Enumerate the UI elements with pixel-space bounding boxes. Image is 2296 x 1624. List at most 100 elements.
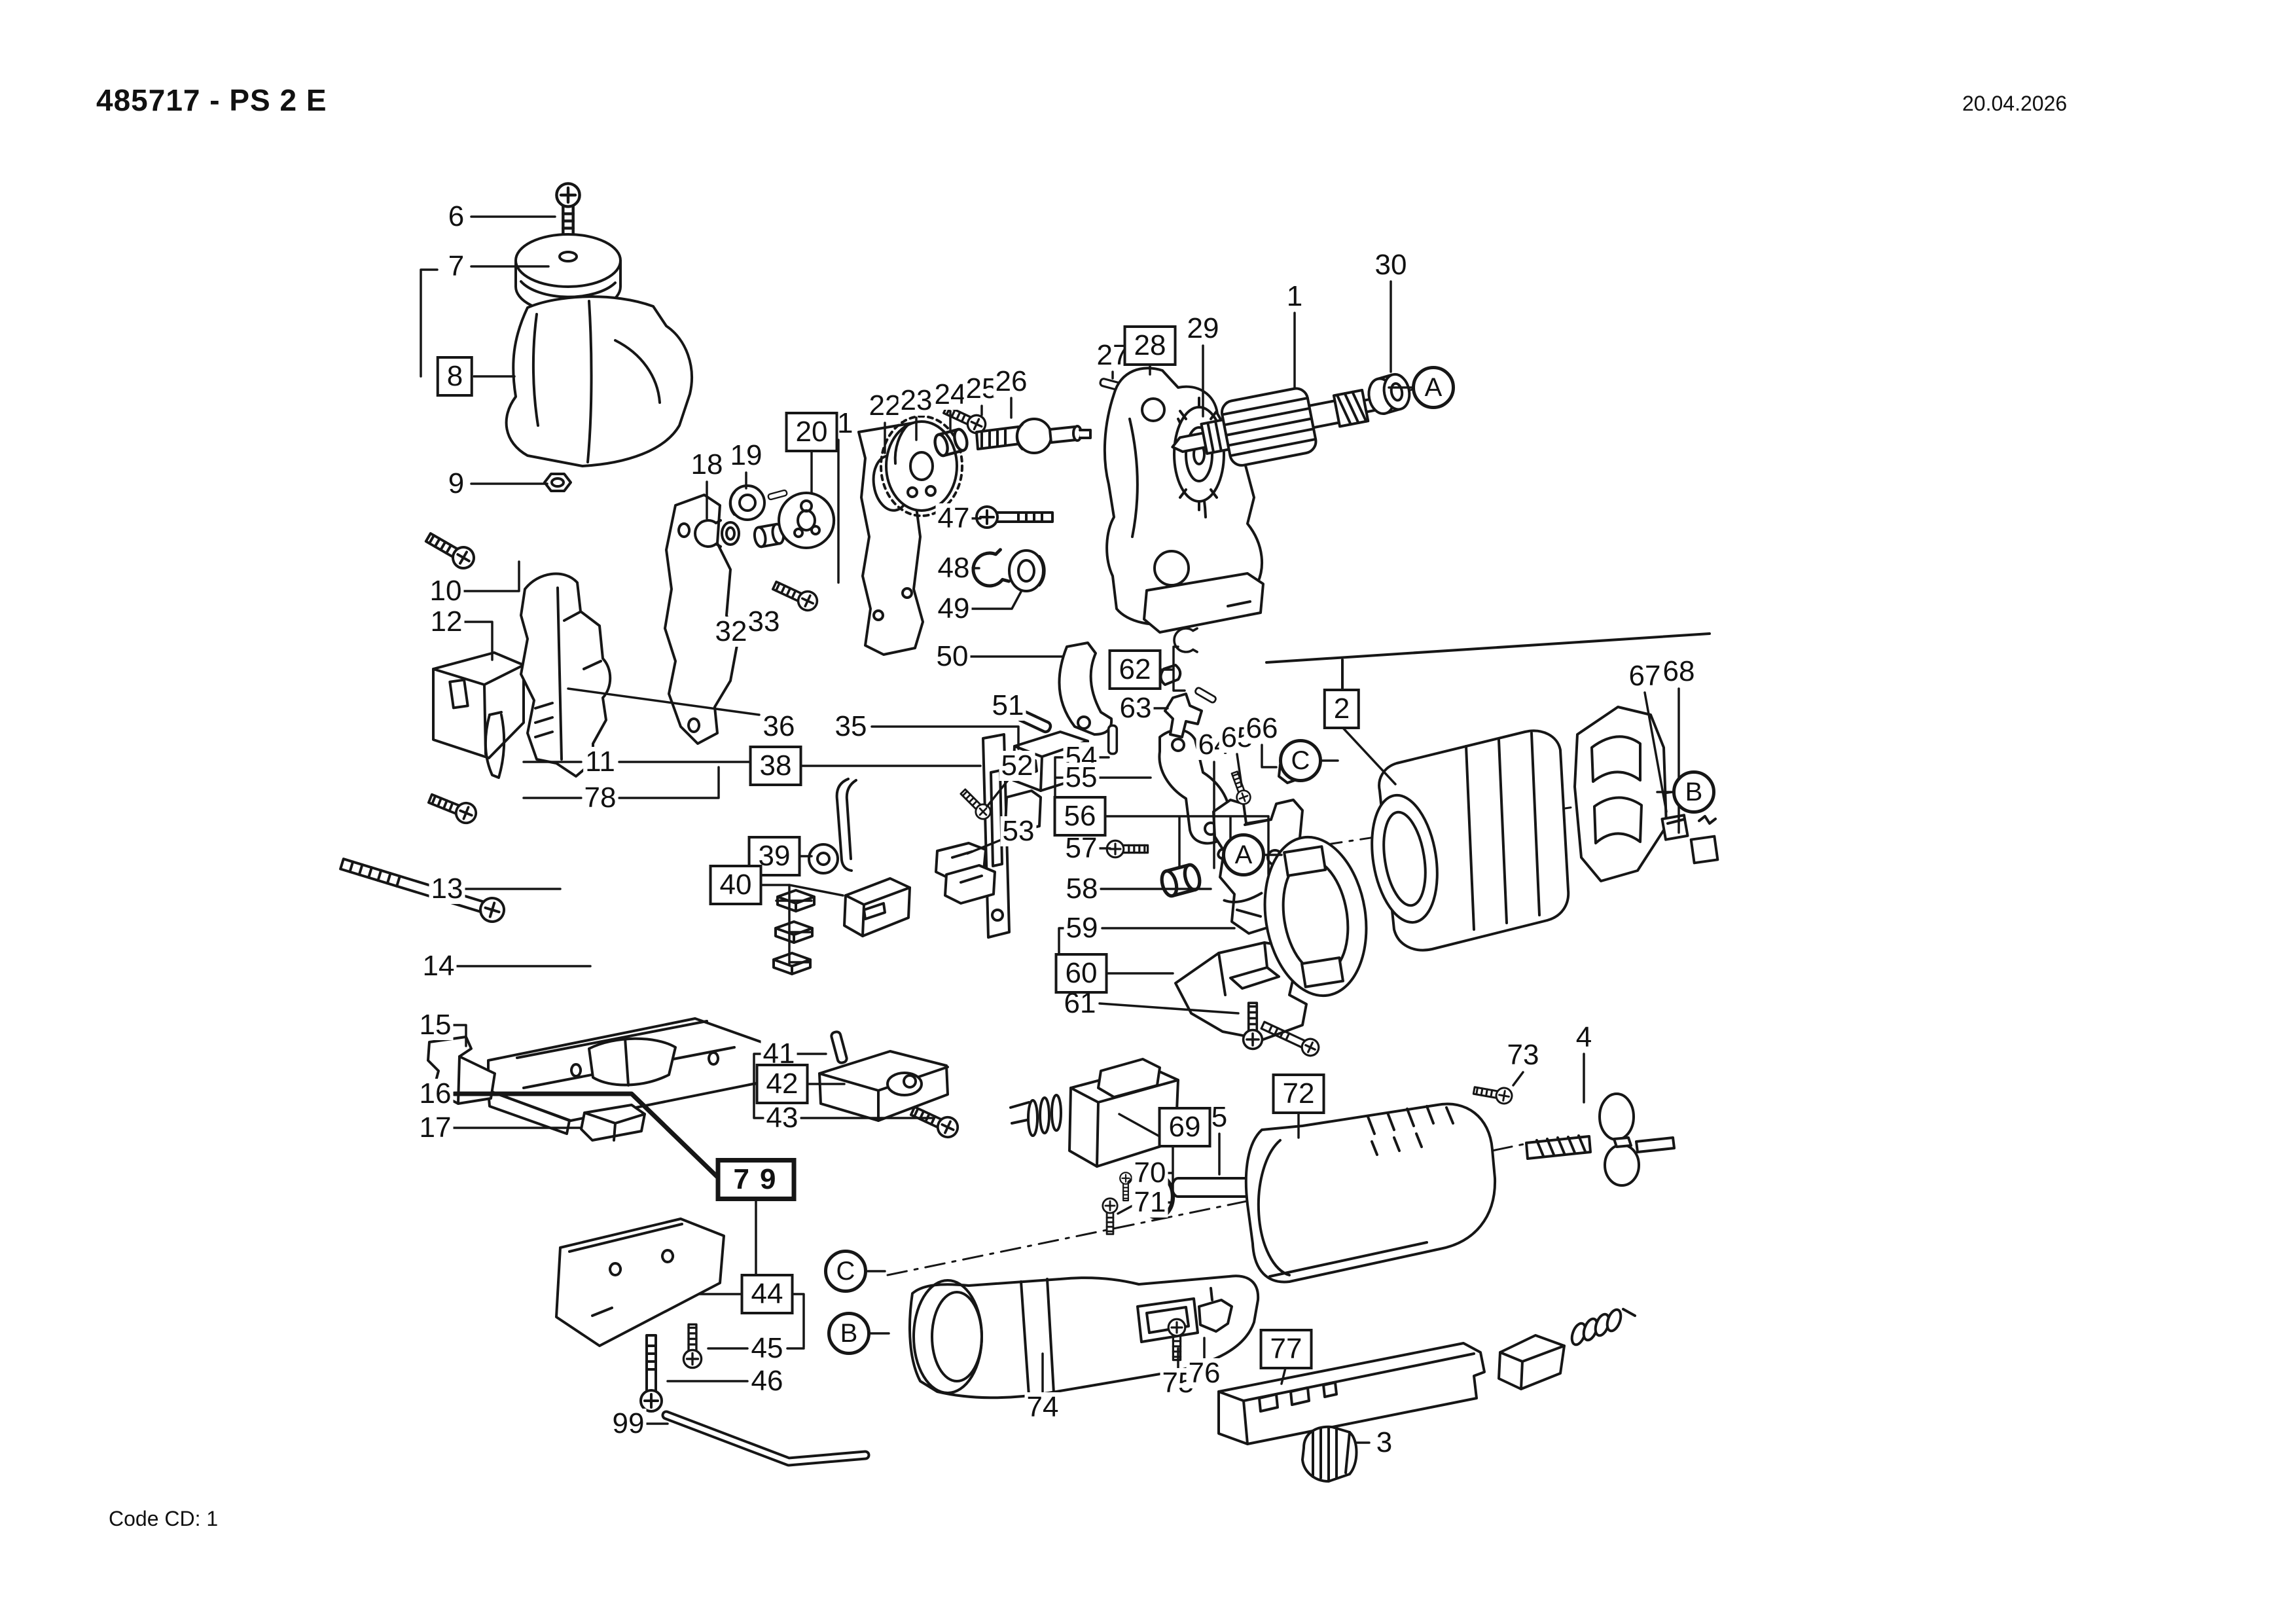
part-callout-53: 53 <box>1000 816 1037 846</box>
part-callout-boxed-39: 39 <box>747 836 801 876</box>
part-callout-6: 6 <box>446 202 467 232</box>
section-marker-A: A <box>1222 833 1265 876</box>
part-callout-boxed-77: 77 <box>1259 1329 1313 1369</box>
part-callout-7: 7 <box>446 251 467 281</box>
part-callout-73: 73 <box>1505 1040 1541 1070</box>
part-nut-9 <box>543 473 572 492</box>
part-screw-46 <box>639 1334 663 1413</box>
part-screw-6 <box>556 183 579 240</box>
section-marker-C: C <box>824 1250 867 1293</box>
part-callout-55: 55 <box>1063 763 1100 793</box>
part-pump-69 <box>1009 1058 1179 1168</box>
part-housing-8 <box>505 295 693 467</box>
part-gasket-36 <box>664 494 738 745</box>
part-callout-52: 52 <box>999 751 1035 781</box>
part-callout-boxed-44: 44 <box>740 1274 794 1314</box>
part-callout-10: 10 <box>427 576 464 606</box>
part-callout-71: 71 <box>1132 1187 1168 1218</box>
part-eccentric-20-21 <box>778 492 836 549</box>
part-callout-74: 74 <box>1024 1392 1061 1422</box>
part-callout-43: 43 <box>764 1103 800 1133</box>
section-marker-A: A <box>1412 366 1455 409</box>
part-callout-boxed-38: 38 <box>749 746 802 786</box>
part-snapring-48 <box>969 550 1009 590</box>
part-clamp-76 <box>1198 1287 1233 1333</box>
part-screw-45 <box>682 1323 703 1369</box>
part-callout-58: 58 <box>1064 874 1100 904</box>
section-marker-C: C <box>1279 739 1322 782</box>
part-screw-47 <box>975 505 1054 529</box>
part-armature-1 <box>1171 387 1377 467</box>
part-screw-57 <box>1105 839 1149 859</box>
part-roller-56 <box>1159 863 1202 897</box>
part-guide-jaw-53 <box>935 842 996 905</box>
part-callout-47: 47 <box>935 503 972 533</box>
part-callout-9: 9 <box>446 469 467 499</box>
part-brush-67 <box>1660 814 1689 841</box>
part-callout-boxed-60: 60 <box>1054 953 1108 994</box>
part-callout-17: 17 <box>417 1113 454 1143</box>
part-bearing-49 <box>1008 549 1046 592</box>
part-callout-13: 13 <box>429 874 465 904</box>
part-callout-67: 67 <box>1626 661 1663 691</box>
part-pin-41 <box>829 1030 849 1065</box>
part-callout-63: 63 <box>1117 693 1154 723</box>
page-date: 20.04.2026 <box>1962 92 2068 115</box>
part-pin-54 <box>1107 724 1119 755</box>
part-screw-70 <box>1119 1172 1132 1202</box>
part-callout-46: 46 <box>749 1366 785 1396</box>
part-callout-boxed-2: 2 <box>1323 689 1361 729</box>
part-callout-5: 5 <box>1209 1102 1230 1132</box>
part-stator-2 <box>1371 729 1570 952</box>
page-title: 485717 - PS 2 E <box>96 83 327 117</box>
leader-lines <box>420 215 1680 1444</box>
part-switch-12 <box>432 651 525 759</box>
part-pad-17 <box>580 1104 646 1142</box>
part-callout-boxed-72: 72 <box>1272 1074 1325 1114</box>
part-callout-14: 14 <box>420 951 457 981</box>
part-callout-15: 15 <box>417 1010 454 1040</box>
part-boot-3 <box>1301 1425 1358 1483</box>
part-callout-30: 30 <box>1372 250 1409 280</box>
part-wire-clip-11 <box>484 711 506 779</box>
part-guide-rail-77 <box>1217 1308 1636 1445</box>
part-pulley-19 <box>728 484 766 521</box>
part-screw-10 <box>422 527 479 573</box>
part-wire-39 <box>808 778 857 875</box>
part-callout-35: 35 <box>833 712 869 742</box>
part-brush-plate-64 <box>1223 835 1368 998</box>
code-cd-line: Code CD: 1 <box>109 1507 219 1530</box>
part-quadrant-lever-50 <box>1058 641 1113 736</box>
part-callout-99: 99 <box>610 1409 647 1439</box>
part-callout-boxed-42: 42 <box>755 1064 809 1104</box>
section-marker-B: B <box>827 1312 870 1355</box>
part-cylinder-72 <box>1244 1102 1497 1284</box>
part-screw-43 <box>907 1100 963 1142</box>
part-callout-boxed-79: 79 <box>715 1158 797 1201</box>
part-callout-22: 22 <box>867 391 903 421</box>
part-lever-63 <box>1164 693 1203 738</box>
part-callout-32: 32 <box>713 617 749 647</box>
part-callout-70: 70 <box>1132 1158 1168 1188</box>
part-crankshaft-26 <box>975 418 1092 454</box>
part-callout-boxed-28: 28 <box>1123 325 1177 366</box>
part-callout-boxed-69: 69 <box>1158 1107 1211 1147</box>
part-callout-boxed-20: 20 <box>785 412 838 452</box>
part-callout-boxed-40: 40 <box>709 865 762 905</box>
part-callout-1: 1 <box>1284 281 1305 312</box>
part-pin-20 <box>766 489 789 501</box>
part-callout-57: 57 <box>1063 833 1100 863</box>
part-callout-51: 51 <box>990 691 1026 721</box>
part-callout-76: 76 <box>1186 1358 1223 1388</box>
part-callout-16: 16 <box>417 1079 454 1109</box>
part-brush-68 <box>1689 815 1719 865</box>
part-screw-73 <box>1471 1081 1515 1106</box>
part-callout-19: 19 <box>728 441 764 471</box>
part-callout-29: 29 <box>1185 314 1221 344</box>
part-callout-45: 45 <box>749 1333 785 1363</box>
part-callout-66: 66 <box>1244 713 1280 744</box>
part-callout-boxed-56: 56 <box>1053 796 1107 837</box>
part-callout-36: 36 <box>761 712 797 742</box>
part-insulation-plate-44 <box>555 1218 725 1347</box>
